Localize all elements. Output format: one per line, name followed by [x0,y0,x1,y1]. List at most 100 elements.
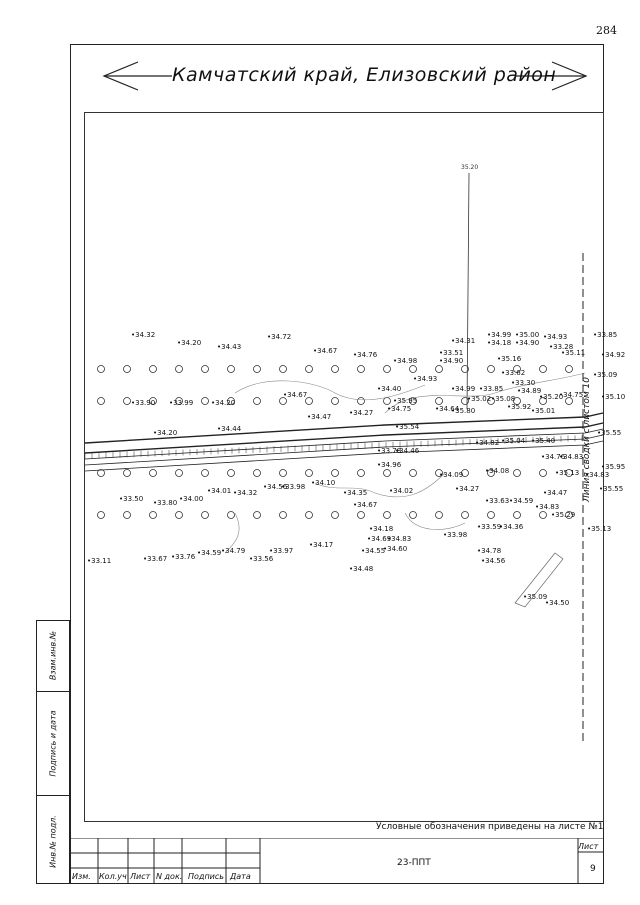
survey-marker [97,469,105,477]
elevation-label: •34.08 [485,467,510,475]
survey-marker [461,397,469,405]
elevation-label: •34.82 [475,439,500,447]
elevation-label: •33.76 [171,553,196,561]
elevation-label: •34.46 [395,447,420,455]
survey-marker [409,511,417,519]
elevation-label: •34.50 [545,599,570,607]
map-drawing: 35.20 [85,164,604,743]
elevation-label: •34.67 [353,501,378,509]
elevation-label: •34.98 [393,357,418,365]
survey-marker [253,365,261,373]
survey-marker [435,511,443,519]
col-izm: Изм. [72,872,91,881]
survey-marker [539,469,547,477]
elevation-label: •34.17 [309,541,334,549]
elevation-label: •34.18 [487,339,512,347]
elevation-label: •34.40 [377,385,402,393]
elevation-label: •35.02 [467,395,492,403]
survey-marker [487,397,495,405]
survey-marker [123,365,131,373]
elevation-label: •34.78 [477,547,502,555]
survey-marker [279,397,287,405]
survey-marker [357,397,365,405]
map-area: 35.20 •34.32•34.20•34.43•34.72•34.67•34.… [84,112,625,822]
elevation-label: •34.83 [387,535,412,543]
elevation-label: •34.20 [177,339,202,347]
survey-marker [435,397,443,405]
elevation-label: •34.32 [233,489,258,497]
elevation-label: •35.92 [507,403,532,411]
survey-marker [565,365,573,373]
elevation-label: •34.27 [349,409,374,417]
survey-marker [175,511,183,519]
elevation-label: •33.62 [501,369,526,377]
elevation-label: •34.90 [439,357,464,365]
elevation-label: •35.11 [561,349,586,357]
survey-marker [565,397,573,405]
survey-marker [357,365,365,373]
survey-marker [123,397,131,405]
survey-marker [123,469,131,477]
survey-marker [539,511,547,519]
survey-marker [201,365,209,373]
elevation-label: •33.56 [249,555,274,563]
elevation-label: •33.97 [269,547,294,555]
survey-marker [305,469,313,477]
survey-marker [227,365,235,373]
elevation-label: •35.20 [539,393,564,401]
survey-marker [305,511,313,519]
elevation-label: •34.20 [211,399,236,407]
elevation-label: •34.76 [353,351,378,359]
elevation-label: •34.02 [389,487,414,495]
survey-marker [149,511,157,519]
elevation-label: •34.75 [387,405,412,413]
elevation-label: •34.09 [439,471,464,479]
survey-marker [409,397,417,405]
elevation-label: •34.67 [313,347,338,355]
sheet-number: 9 [590,864,596,874]
elevation-label: •35.40 [531,437,556,445]
survey-marker [539,397,547,405]
elevation-label: •35.55 [597,429,622,437]
elevation-label: •34.83 [559,453,584,461]
survey-marker [149,469,157,477]
elevation-label: •34.93 [413,375,438,383]
elevation-label: •34.56 [263,483,288,491]
page-number: 284 [596,24,617,37]
elevation-label: •35.10 [601,393,626,401]
elevation-label: •35.01 [531,407,556,415]
elevation-label: •35.08 [491,395,516,403]
elevation-label: •33.50 [119,495,144,503]
elevation-label: •34.44 [217,425,242,433]
elevation-label: •34.99 [451,385,476,393]
survey-marker [227,511,235,519]
col-ndok: N док. [156,872,183,881]
legend-note: Условные обозначения приведены на листе … [376,822,604,832]
elevation-label: •34.47 [307,413,332,421]
survey-marker [201,511,209,519]
survey-marker [279,469,287,477]
elevation-label: •35.09 [523,593,548,601]
survey-marker [383,365,391,373]
survey-marker [487,365,495,373]
survey-marker [513,365,521,373]
elevation-label: •34.99 [487,331,512,339]
elevation-label: •34.59 [197,549,222,557]
survey-marker [279,365,287,373]
survey-marker [487,469,495,477]
survey-marker [97,365,105,373]
stamp-cell-inv: Инв.№ подл. [37,795,69,885]
survey-marker [539,365,547,373]
elevation-label: •33.63 [485,497,510,505]
elevation-label: •34.69 [367,535,392,543]
col-podpis: Подпись [188,872,224,881]
elevation-label: •33.98 [443,531,468,539]
survey-marker [305,365,313,373]
elevation-label: •34.93 [543,333,568,341]
elevation-label: •34.48 [349,565,374,573]
elevation-label: •33.28 [549,343,574,351]
stamp-label-inv: Инв.№ подл. [48,815,58,868]
elevation-label: •33.30 [511,379,536,387]
survey-marker [201,469,209,477]
survey-marker [253,469,261,477]
